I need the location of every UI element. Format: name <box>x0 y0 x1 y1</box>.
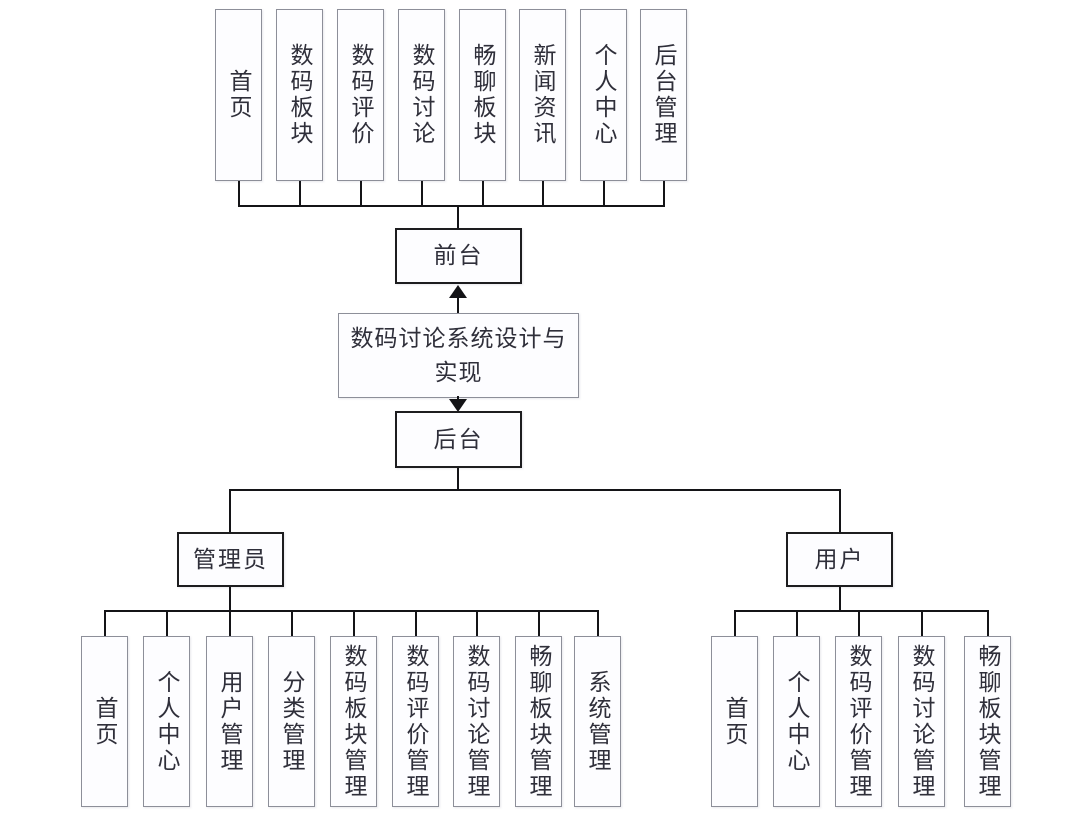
frontend-item-label: 后台管理 <box>651 43 676 147</box>
connector-backend-drop <box>457 468 459 490</box>
frontend-item-box-8[interactable]: 后台管理 <box>640 9 687 181</box>
arrow-down-icon <box>449 399 467 412</box>
connector-admin-child-drop-4 <box>291 610 293 637</box>
connector-user-child-drop-3 <box>858 610 860 637</box>
connector-role-bus-to-user <box>839 489 841 533</box>
connector-user-child-drop-5 <box>987 610 989 637</box>
frontend-item-label: 数码评价 <box>348 43 373 147</box>
connector-role-bus-to-admin <box>229 489 231 533</box>
connector-admin-child-drop-3 <box>229 610 231 637</box>
frontend-item-box-7[interactable]: 个人中心 <box>580 9 627 181</box>
connector-admin-child-drop-7 <box>476 610 478 637</box>
connector-admin-child-drop-9 <box>597 610 599 637</box>
admin-item-label: 数码板块管理 <box>341 643 366 800</box>
connector-role-bus <box>229 489 841 491</box>
admin-role-box[interactable]: 管理员 <box>177 532 284 587</box>
backend-label: 后台 <box>433 426 484 452</box>
user-item-box-5[interactable]: 畅聊板块管理 <box>964 636 1011 807</box>
arrow-up-icon <box>449 285 467 298</box>
connector-user-child-drop-1 <box>734 610 736 637</box>
admin-item-label: 畅聊板块管理 <box>526 643 551 800</box>
admin-item-label: 数码讨论管理 <box>464 643 489 800</box>
connector-frontend-drop-3 <box>360 181 362 206</box>
user-item-box-1[interactable]: 首页 <box>711 636 758 807</box>
admin-item-box-6[interactable]: 数码评价管理 <box>392 636 439 807</box>
connector-frontend-bus-to-frontend <box>457 205 459 230</box>
frontend-item-box-3[interactable]: 数码评价 <box>337 9 384 181</box>
connector-frontend-drop-4 <box>421 181 423 206</box>
connector-frontend-drop-6 <box>542 181 544 206</box>
admin-item-box-8[interactable]: 畅聊板块管理 <box>515 636 562 807</box>
admin-item-box-5[interactable]: 数码板块管理 <box>330 636 377 807</box>
connector-frontend-drop-7 <box>603 181 605 206</box>
connector-admin-drop <box>229 587 231 612</box>
user-item-label: 数码讨论管理 <box>909 643 934 800</box>
admin-role-label: 管理员 <box>193 546 268 572</box>
connector-frontend-drop-8 <box>663 181 665 206</box>
root-system-box[interactable]: 数码讨论系统设计与实现 <box>338 313 579 398</box>
user-item-box-3[interactable]: 数码评价管理 <box>835 636 882 807</box>
connector-admin-child-drop-8 <box>538 610 540 637</box>
frontend-item-box-1[interactable]: 首页 <box>215 9 262 181</box>
admin-item-label: 个人中心 <box>154 669 179 774</box>
connector-user-child-drop-4 <box>921 610 923 637</box>
user-role-label: 用户 <box>814 546 865 572</box>
connector-admin-child-drop-1 <box>104 610 106 637</box>
user-role-box[interactable]: 用户 <box>786 532 893 587</box>
admin-item-label: 系统管理 <box>585 669 610 774</box>
root-system-label: 数码讨论系统设计与实现 <box>350 326 567 385</box>
connector-user-child-drop-2 <box>796 610 798 637</box>
admin-item-box-3[interactable]: 用户管理 <box>206 636 253 807</box>
frontend-item-label: 数码讨论 <box>409 43 434 147</box>
connector-user-bus <box>734 610 988 612</box>
frontend-item-box-2[interactable]: 数码板块 <box>276 9 323 181</box>
admin-item-label: 首页 <box>92 695 117 748</box>
frontend-label: 前台 <box>433 243 484 268</box>
frontend-item-label: 新闻资讯 <box>530 43 555 147</box>
user-item-box-2[interactable]: 个人中心 <box>773 636 820 807</box>
user-item-box-4[interactable]: 数码讨论管理 <box>898 636 945 807</box>
frontend-item-box-4[interactable]: 数码讨论 <box>398 9 445 181</box>
frontend-item-label: 个人中心 <box>591 43 616 147</box>
connector-admin-bus <box>104 610 598 612</box>
connector-admin-child-drop-2 <box>166 610 168 637</box>
admin-item-label: 数码评价管理 <box>403 643 428 800</box>
connector-frontend-drop-1 <box>238 181 240 206</box>
admin-item-box-7[interactable]: 数码讨论管理 <box>453 636 500 807</box>
admin-item-box-2[interactable]: 个人中心 <box>143 636 190 807</box>
admin-item-box-9[interactable]: 系统管理 <box>574 636 621 807</box>
user-item-label: 畅聊板块管理 <box>975 643 1000 800</box>
connector-root-to-frontend <box>457 297 459 315</box>
admin-item-label: 分类管理 <box>279 669 304 774</box>
admin-item-box-4[interactable]: 分类管理 <box>268 636 315 807</box>
admin-item-box-1[interactable]: 首页 <box>81 636 128 807</box>
frontend-item-label: 数码板块 <box>287 43 312 147</box>
connector-user-drop <box>839 587 841 612</box>
backend-box[interactable]: 后台 <box>395 411 522 468</box>
frontend-item-box-6[interactable]: 新闻资讯 <box>519 9 566 181</box>
admin-item-label: 用户管理 <box>217 669 242 774</box>
user-item-label: 首页 <box>722 695 747 748</box>
frontend-item-label: 畅聊板块 <box>470 43 495 147</box>
frontend-box[interactable]: 前台 <box>395 228 522 284</box>
user-item-label: 个人中心 <box>784 669 809 774</box>
connector-frontend-drop-2 <box>299 181 301 206</box>
frontend-item-label: 首页 <box>226 69 251 121</box>
frontend-item-box-5[interactable]: 畅聊板块 <box>459 9 506 181</box>
connector-frontend-drop-5 <box>482 181 484 206</box>
connector-admin-child-drop-6 <box>415 610 417 637</box>
connector-frontend-bus <box>238 205 665 207</box>
connector-admin-child-drop-5 <box>353 610 355 637</box>
user-item-label: 数码评价管理 <box>846 643 871 800</box>
